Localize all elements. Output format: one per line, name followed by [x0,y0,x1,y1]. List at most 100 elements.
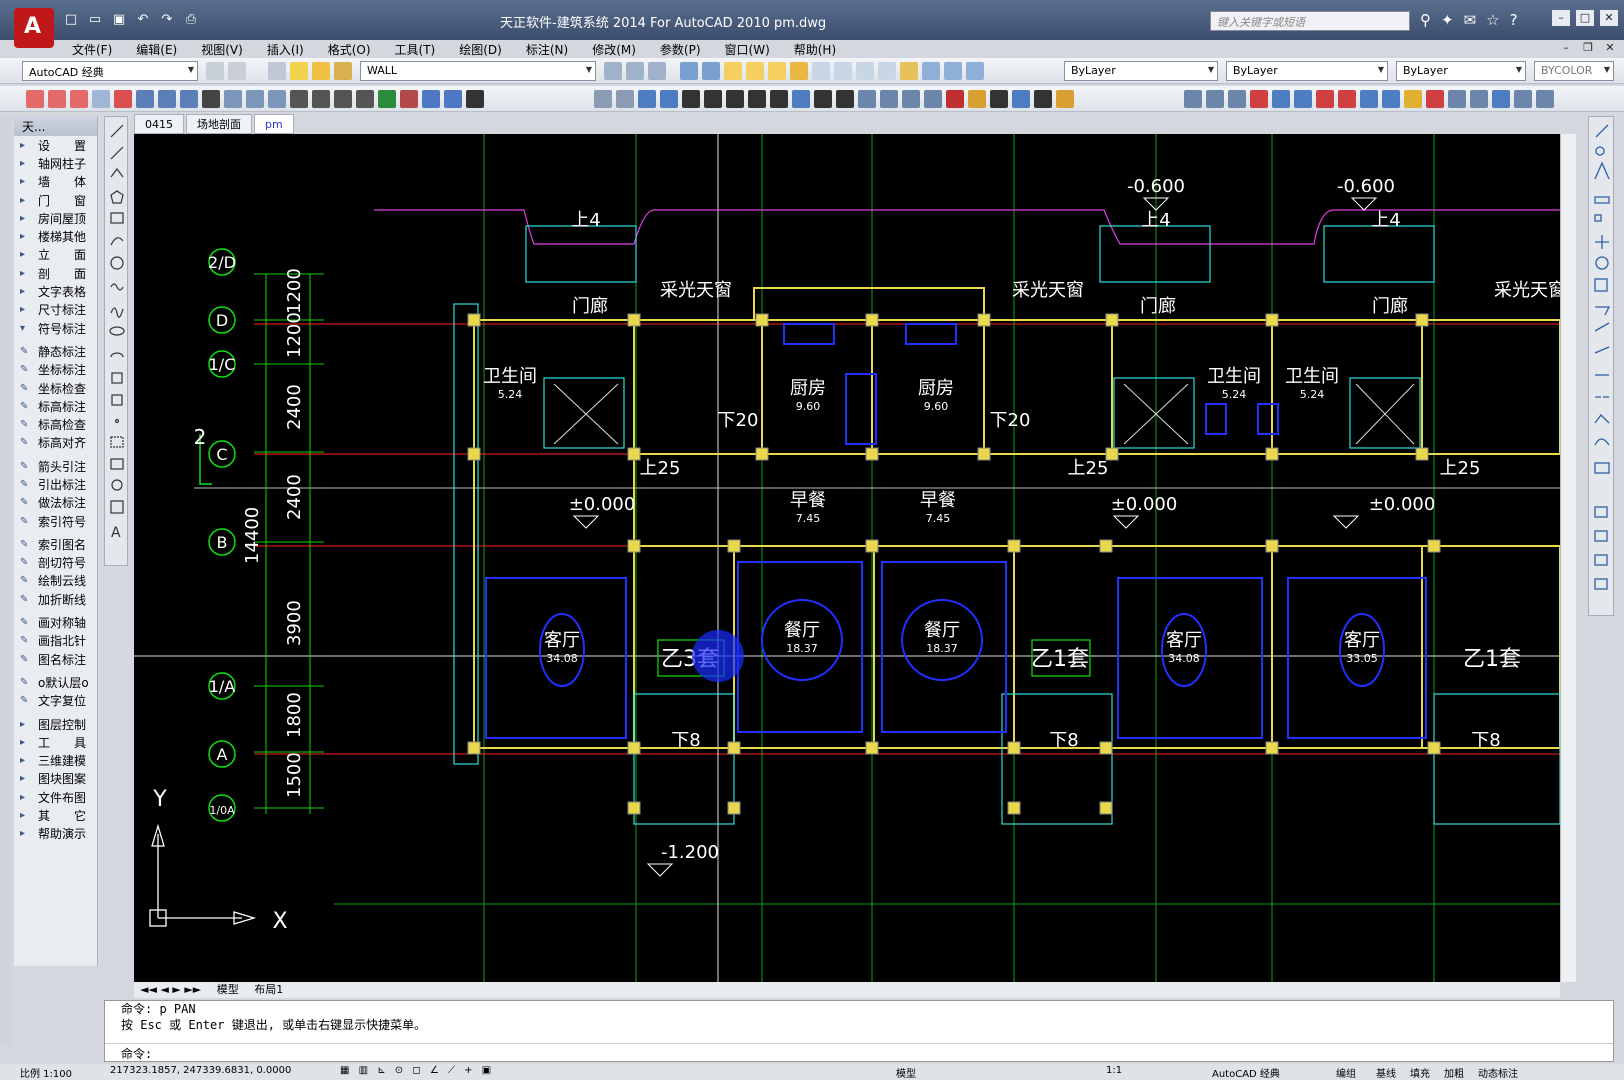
column-icon[interactable] [70,90,88,108]
tool-23-icon[interactable] [616,90,634,108]
axis-label-icon[interactable] [48,90,66,108]
tool-28-icon[interactable] [726,90,744,108]
menu-format[interactable]: 格式(O) [327,43,371,57]
tool-21-icon[interactable] [466,90,484,108]
undo-icon[interactable]: ↶ [137,12,149,27]
palette-item[interactable]: ✎画对称轴 [14,613,97,631]
window-icon[interactable] [136,90,154,108]
help-icon[interactable]: ? [1509,11,1518,29]
tool-48-icon[interactable] [1272,90,1290,108]
app-menu-button[interactable]: A [14,8,54,48]
toggle-fill[interactable]: 填充 [1410,1069,1430,1080]
palette-item[interactable]: ✎标高标注 [14,397,97,415]
tool-17-icon[interactable] [378,90,396,108]
menu-help[interactable]: 帮助(H) [793,43,837,57]
doc-minimize-icon[interactable]: – [1563,41,1569,54]
tool-41-icon[interactable] [1012,90,1030,108]
redo-icon[interactable]: ↷ [161,12,173,27]
menu-edit[interactable]: 编辑(E) [136,43,178,57]
toggle-dynamic-dim[interactable]: 动态标注 [1478,1069,1518,1080]
tool-37-icon[interactable] [924,90,942,108]
palette-item[interactable]: ▸工 具 [14,733,97,751]
tool-55-icon[interactable] [1426,90,1444,108]
tool-40-icon[interactable] [990,90,1008,108]
workspace-settings-icon[interactable] [206,62,224,80]
communication-icon[interactable]: ✉ [1463,11,1477,29]
palette-item[interactable]: ▸帮助演示 [14,825,97,843]
layer-tool-10-icon[interactable] [878,62,896,80]
menu-view[interactable]: 视图(V) [201,43,243,57]
tool-36-icon[interactable] [902,90,920,108]
palette-item[interactable]: ✎坐标标注 [14,361,97,379]
doc-close-icon[interactable]: ✕ [1605,41,1615,54]
palette-item[interactable]: ▸墙 体 [14,173,97,191]
tool-22-icon[interactable] [594,90,612,108]
layer-tool-3-icon[interactable] [724,62,742,80]
tool-38-icon[interactable] [946,90,964,108]
palette-item[interactable]: ▸文字表格 [14,282,97,300]
tool-43-icon[interactable] [1056,90,1074,108]
tool-60-icon[interactable] [1536,90,1554,108]
elevation-icon[interactable] [334,90,352,108]
tool-44-icon[interactable] [1184,90,1202,108]
tool-52-icon[interactable] [1360,90,1378,108]
palette-item[interactable]: ✎做法标注 [14,494,97,512]
palette-item[interactable]: ✎图名标注 [14,650,97,668]
palette-item[interactable]: ▸设 置 [14,136,97,154]
search-input[interactable]: 键入关键字或短语 [1210,11,1410,31]
palette-item[interactable]: ▸尺寸标注 [14,301,97,319]
palette-item[interactable]: ✎引出标注 [14,475,97,493]
tool-53-icon[interactable] [1382,90,1400,108]
layer-tool-12-icon[interactable] [922,62,940,80]
tool-46-icon[interactable] [1228,90,1246,108]
layer-lock-icon[interactable] [334,62,352,80]
tool-58-icon[interactable] [1492,90,1510,108]
tool-35-icon[interactable] [880,90,898,108]
tool-51-icon[interactable] [1338,90,1356,108]
model-button[interactable]: 模型 [896,1069,916,1080]
layer-tool-7-icon[interactable] [812,62,830,80]
tab-site-section[interactable]: 场地剖面 [186,114,252,134]
layer-tool-13-icon[interactable] [944,62,962,80]
menu-modify[interactable]: 修改(M) [592,43,636,57]
symbol-icon[interactable] [312,90,330,108]
palette-item[interactable]: ✎o默认层o [14,673,97,691]
palette-item[interactable]: ▸图层控制 [14,715,97,733]
tool-20-icon[interactable] [444,90,462,108]
plot-icon[interactable]: ⎙ [185,12,197,27]
palette-item[interactable]: ▸其 它 [14,806,97,824]
tool-30-icon[interactable] [770,90,788,108]
palette-item[interactable]: ✎标高检查 [14,415,97,433]
palette-item[interactable]: ✎静态标注 [14,342,97,360]
layer-manager-icon[interactable] [268,62,286,80]
palette-item[interactable]: ✎画指北针 [14,632,97,650]
annotation-scale[interactable]: 1:1 [1106,1065,1123,1076]
stair-icon[interactable] [202,90,220,108]
workspace-switch[interactable]: AutoCAD 经典 [1212,1069,1280,1080]
palette-item[interactable]: ▸文件布图 [14,788,97,806]
palette-item[interactable]: ▾符号标注 [14,319,97,337]
palette-item[interactable]: ✎绘制云线 [14,572,97,590]
maximize-icon[interactable]: □ [1576,10,1594,26]
tool-39-icon[interactable] [968,90,986,108]
table-icon[interactable] [290,90,308,108]
palette-item[interactable]: ✎索引图名 [14,535,97,553]
menu-draw[interactable]: 绘图(D) [459,43,502,57]
palette-item[interactable]: ▸轴网柱子 [14,154,97,172]
save-icon[interactable]: ▣ [112,12,126,27]
tool-19-icon[interactable] [422,90,440,108]
layer-tool-14-icon[interactable] [966,62,984,80]
palette-item[interactable]: ✎加折断线 [14,590,97,608]
tool-32-icon[interactable] [814,90,832,108]
tab-layout1[interactable]: 布局1 [254,983,284,996]
open-file-icon[interactable]: ▭ [88,12,102,27]
wall-icon[interactable] [92,90,110,108]
layout-nav-icons[interactable]: ◄◄ ◄ ► ►► [140,983,202,996]
layer-tool-6-icon[interactable] [790,62,808,80]
make-current-icon[interactable] [604,62,622,80]
tab-model[interactable]: 模型 [216,983,239,996]
tool-42-icon[interactable] [1034,90,1052,108]
tool-47-icon[interactable] [1250,90,1268,108]
menu-parameters[interactable]: 参数(P) [659,43,701,57]
palette-item[interactable]: ▸图块图案 [14,770,97,788]
